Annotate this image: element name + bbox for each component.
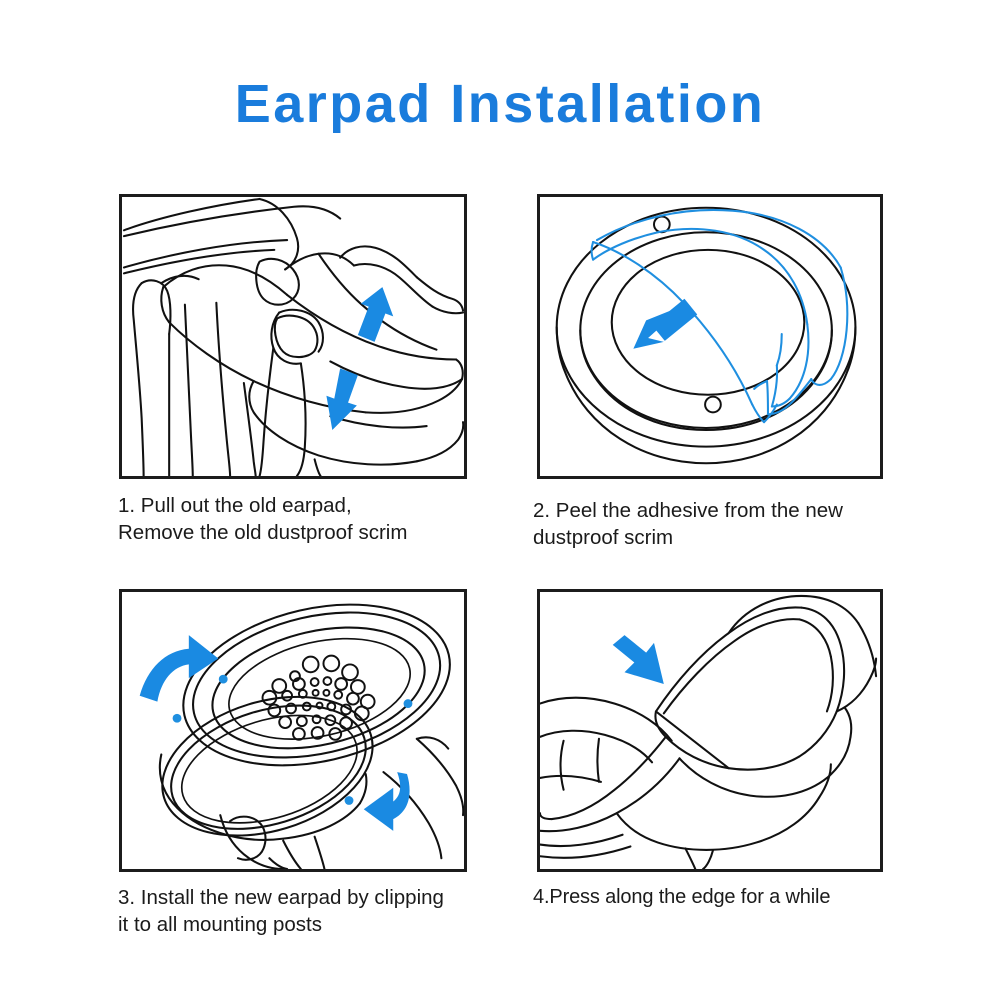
arrow-curve-up-right-icon [139, 635, 219, 702]
pull-out-old-earpad-illustration [122, 197, 464, 476]
step-2-caption: 2. Peel the adhesive from the new dustpr… [533, 499, 843, 549]
clip-earpad-illustration [139, 603, 464, 869]
arrow-down-icon [326, 368, 358, 430]
step-3-caption: 3. Install the new earpad by clipping it… [118, 886, 444, 936]
mounting-post-dot-2 [403, 699, 413, 708]
step-4-caption: 4.Press along the edge for a while [533, 886, 831, 908]
step-4-illustration-panel [537, 589, 883, 872]
arrow-down-right-icon [612, 635, 664, 685]
arrow-down-left-shaft-icon [652, 298, 698, 341]
mounting-hole-bottom-icon [704, 395, 722, 414]
arrow-up-icon [357, 287, 394, 342]
step-2-illustration-panel [537, 194, 883, 479]
arrow-curve-down-left-icon [363, 772, 410, 831]
peel-adhesive-illustration [555, 206, 857, 465]
step-3-illustration-panel [119, 589, 467, 872]
press-edge-illustration [540, 594, 878, 869]
page-title: Earpad Installation [234, 74, 766, 134]
mounting-post-dot-4 [344, 796, 354, 805]
step-1-illustration-panel [119, 194, 467, 479]
mounting-post-dot-1 [218, 674, 228, 684]
step-1-caption: 1. Pull out the old earpad, Remove the o… [118, 494, 408, 544]
mounting-post-dot-3 [172, 713, 182, 723]
